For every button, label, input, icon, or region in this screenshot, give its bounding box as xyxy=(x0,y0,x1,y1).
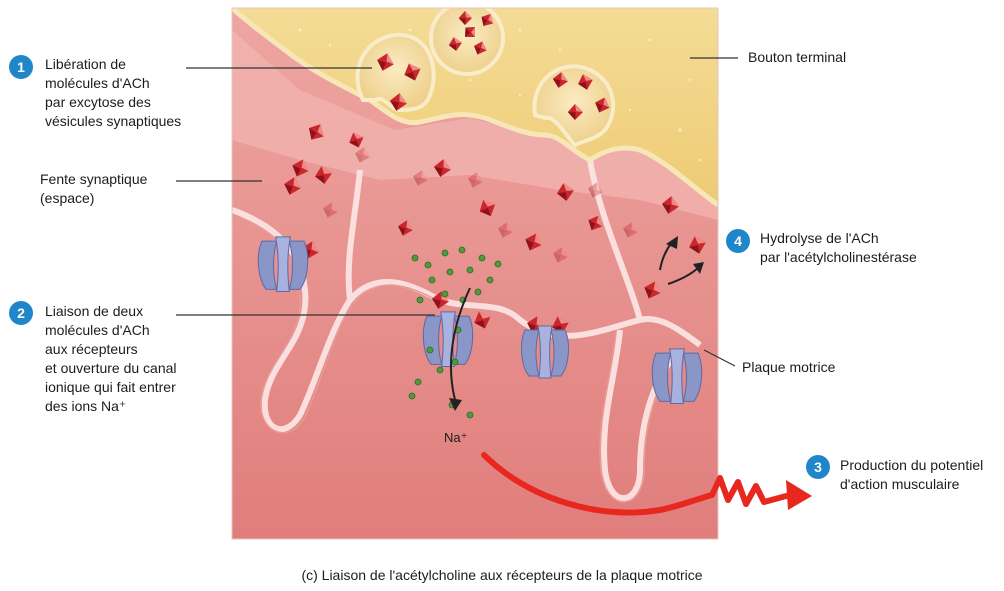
na-ion-icon xyxy=(495,261,501,267)
na-ion-icon xyxy=(429,277,435,283)
step-3-line: d'action musculaire xyxy=(840,475,983,494)
step-2-badge: 2 xyxy=(9,301,33,325)
na-ion-icon xyxy=(412,255,418,261)
na-ion-icon xyxy=(442,291,448,297)
na-ion-icon xyxy=(425,262,431,268)
na-ion-icon xyxy=(417,297,423,303)
step-2-line: molécules d'ACh xyxy=(45,321,177,340)
bouton-terminal-label: Bouton terminal xyxy=(748,48,846,67)
na-ion-icon xyxy=(442,250,448,256)
na-ion-icon xyxy=(475,289,481,295)
step-3-badge: 3 xyxy=(806,455,830,479)
na-ion-icon xyxy=(452,359,458,365)
na-ion-icon xyxy=(437,367,443,373)
receptor-icon xyxy=(258,237,307,292)
step-1-line: vésicules synaptiques xyxy=(45,112,181,131)
step-2-line: aux récepteurs xyxy=(45,340,177,359)
step-3-label: Production du potentiel d'action muscula… xyxy=(840,456,983,494)
receptor-icon xyxy=(423,312,472,367)
fente-synaptique-label: Fente synaptique (espace) xyxy=(40,170,147,208)
na-ion-label: Na⁺ xyxy=(444,428,467,447)
step-2-line: et ouverture du canal xyxy=(45,359,177,378)
step-2-label: Liaison de deux molécules d'ACh aux réce… xyxy=(45,302,177,416)
step-4-label: Hydrolyse de l'ACh par l'acétylcholinest… xyxy=(760,229,917,267)
step-1-line: molécules d'ACh xyxy=(45,74,181,93)
step-2-line: ionique qui fait entrer xyxy=(45,378,177,397)
receptor-icon xyxy=(522,326,569,378)
step-4-line: par l'acétylcholinestérase xyxy=(760,248,917,267)
receptor-icon xyxy=(652,349,701,404)
step-1-line: par excytose des xyxy=(45,93,181,112)
step-4-badge: 4 xyxy=(726,229,750,253)
fente-line: Fente synaptique xyxy=(40,170,147,189)
step-1-label: Libération de molécules d'ACh par excyto… xyxy=(45,55,181,131)
na-ion-icon xyxy=(459,247,465,253)
na-ion-icon xyxy=(487,277,493,283)
na-ion-icon xyxy=(467,267,473,273)
step-3-line: Production du potentiel xyxy=(840,456,983,475)
step-4-line: Hydrolyse de l'ACh xyxy=(760,229,917,248)
fente-line: (espace) xyxy=(40,189,147,208)
na-ion-icon xyxy=(447,269,453,275)
plaque-motrice-label: Plaque motrice xyxy=(742,358,835,377)
step-2-line: Liaison de deux xyxy=(45,302,177,321)
na-ion-icon xyxy=(467,412,473,418)
na-ion-icon xyxy=(415,379,421,385)
figure-caption: (c) Liaison de l'acétylcholine aux récep… xyxy=(0,567,1004,583)
step-1-badge: 1 xyxy=(9,55,33,79)
step-1-line: Libération de xyxy=(45,55,181,74)
na-ion-icon xyxy=(427,347,433,353)
na-ion-icon xyxy=(479,255,485,261)
na-ion-icon xyxy=(409,393,415,399)
step-2-line: des ions Na⁺ xyxy=(45,397,177,416)
